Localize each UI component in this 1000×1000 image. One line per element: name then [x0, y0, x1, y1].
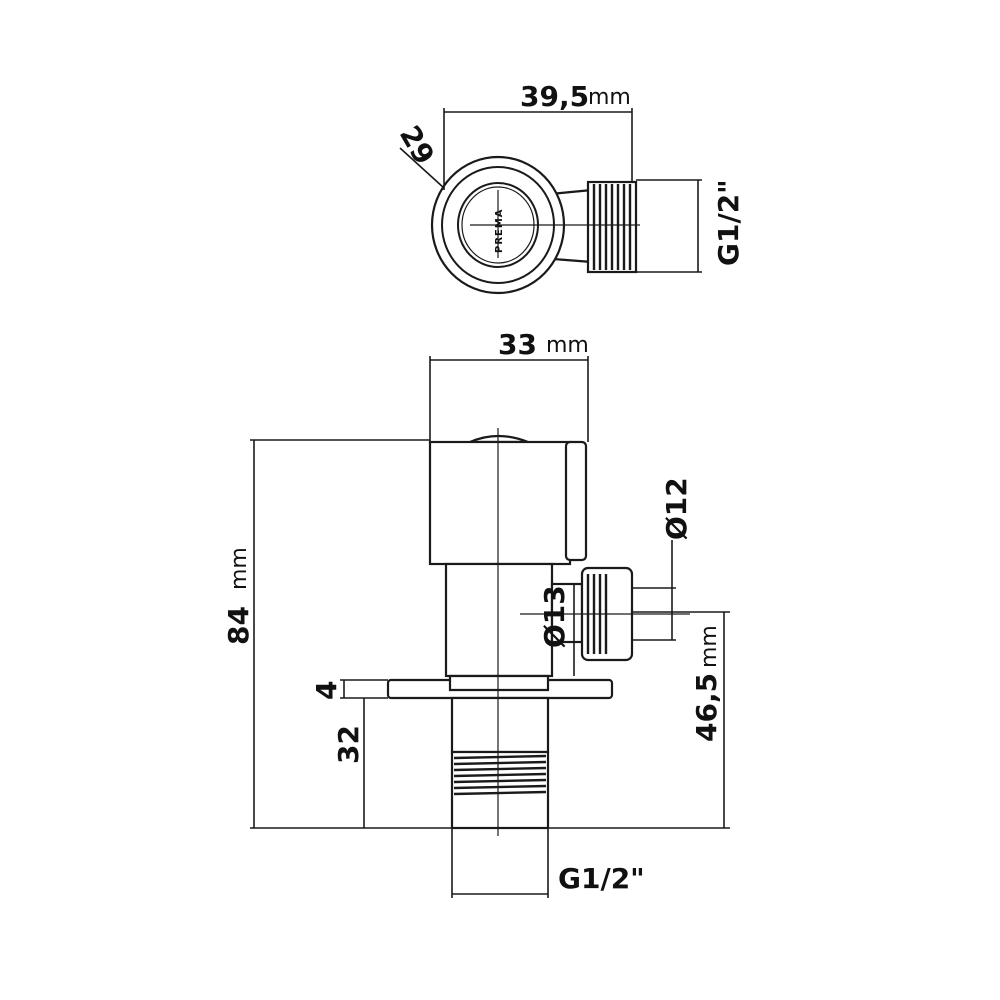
front-lower-body	[450, 696, 550, 754]
front-outlet-outer-value: Ø12	[660, 477, 693, 540]
front-flange-value: 4	[310, 681, 343, 700]
front-thread-label: G1/2"	[558, 862, 645, 895]
front-stem	[444, 562, 554, 678]
front-bottom-thread-lines	[453, 754, 547, 796]
top-width-value: 39,5	[520, 80, 589, 113]
front-width-unit: mm	[546, 333, 589, 358]
front-outlet-height-unit: mm	[697, 625, 722, 668]
top-head-value: 29	[393, 120, 441, 170]
top-width-unit: mm	[588, 85, 631, 110]
front-height-value: 84	[222, 606, 255, 645]
top-thread-label: G1/2"	[712, 179, 745, 266]
front-outlet-neck	[550, 582, 584, 644]
front-view: 33 mm 84 mm Ø12 Ø13 46,5 mm 4 32	[222, 328, 730, 898]
front-handle-side	[564, 440, 588, 562]
front-handle-body	[428, 440, 572, 566]
front-flange-collar	[448, 674, 550, 692]
top-outlet-thread-lines	[592, 184, 632, 270]
front-height-unit: mm	[227, 547, 252, 590]
front-width-value: 33	[498, 328, 537, 361]
front-outlet-height-value: 46,5	[690, 673, 723, 742]
top-head-leader	[399, 147, 445, 189]
front-thread-length-value: 32	[332, 725, 365, 764]
front-outlet-inner-value: Ø13	[538, 585, 571, 648]
top-view: PREMA 39,5 mm 29 G1/2"	[393, 80, 745, 295]
top-brand-mark: PREMA	[494, 208, 505, 253]
